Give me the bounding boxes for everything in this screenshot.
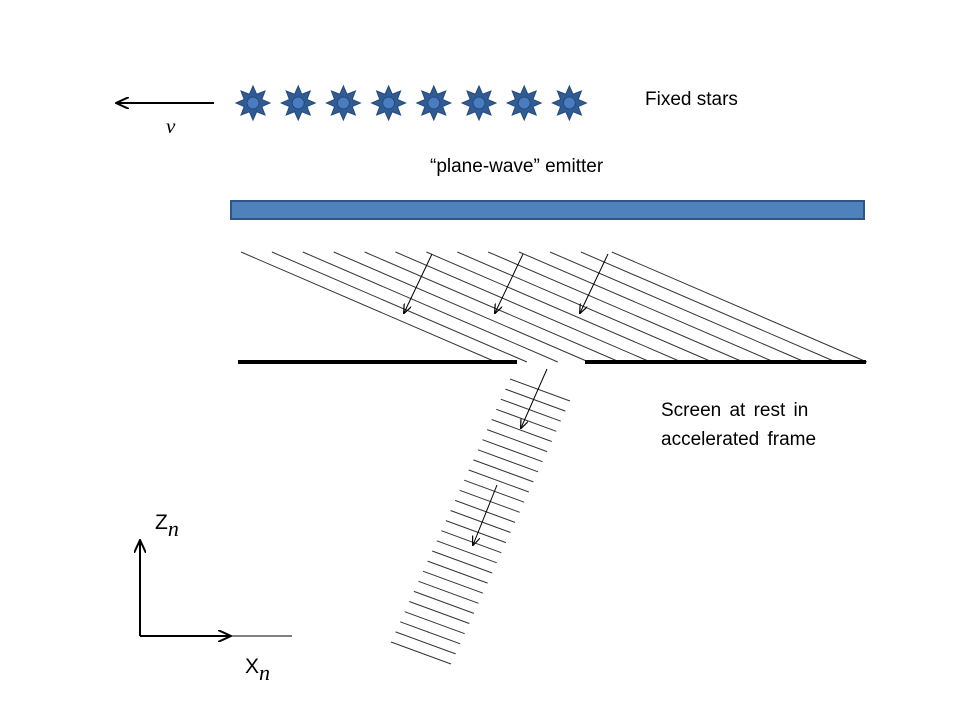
incident-wavefront-line bbox=[271, 251, 528, 363]
transmitted-propagation-arrow-1 bbox=[521, 368, 548, 428]
incident-wavefront-line bbox=[364, 251, 620, 363]
fixed-stars-row bbox=[234, 84, 588, 122]
incident-wavefront-line bbox=[518, 251, 775, 363]
incident-wavefront-line bbox=[457, 251, 713, 363]
star-icon bbox=[370, 84, 407, 122]
transmitted-wavefront-line bbox=[450, 510, 511, 533]
star-icon bbox=[460, 84, 498, 122]
incident-wavefront-line bbox=[395, 251, 651, 363]
screen-label-line-2: accelerated frame bbox=[661, 429, 817, 450]
incident-wavefront-line bbox=[580, 251, 837, 363]
incident-wavefront-line bbox=[302, 251, 558, 363]
transmitted-wavefront-line bbox=[404, 611, 465, 635]
transmitted-wavefront-line bbox=[400, 621, 461, 645]
x-axis-label: Xn bbox=[245, 651, 271, 685]
x-axis-letter: X bbox=[245, 655, 260, 678]
star-icon bbox=[551, 84, 588, 122]
transmitted-wavefronts bbox=[390, 378, 571, 665]
transmitted-wavefront-line bbox=[454, 499, 516, 523]
z-axis-subscript: n bbox=[167, 516, 179, 541]
transmitted-wavefront-line bbox=[496, 408, 557, 432]
incident-wavefront-line bbox=[426, 251, 682, 363]
star-icon bbox=[325, 84, 362, 122]
fixed-stars-label: Fixed stars bbox=[645, 89, 738, 110]
transmitted-wavefront-line bbox=[459, 489, 520, 513]
transmitted-wavefront-line bbox=[477, 449, 539, 473]
incident-propagation-arrow-2 bbox=[495, 253, 524, 313]
transmitted-wavefront-line bbox=[509, 378, 571, 402]
incident-wavefront-line bbox=[611, 251, 867, 363]
incident-propagation-arrow-3 bbox=[580, 253, 609, 313]
screen-label: Screen at rest in accelerated frame bbox=[661, 396, 816, 454]
incident-propagation-arrow-1 bbox=[404, 253, 433, 313]
transmitted-propagation-arrow-2 bbox=[473, 484, 498, 545]
transmitted-wavefront-line bbox=[436, 540, 497, 564]
transmitted-wavefront-line bbox=[418, 580, 479, 604]
transmitted-wavefront-line bbox=[409, 601, 470, 624]
velocity-label: v bbox=[166, 114, 176, 138]
incident-wavefront-line bbox=[240, 251, 497, 363]
transmitted-wavefront-line bbox=[473, 459, 534, 483]
transmitted-wavefront-line bbox=[432, 550, 493, 574]
incident-wavefronts bbox=[240, 251, 867, 363]
transmitted-wavefront-line bbox=[468, 469, 529, 493]
z-axis-label: Zn bbox=[155, 507, 179, 541]
transmitted-wavefront-line bbox=[486, 429, 548, 453]
emitter-label: “plane-wave” emitter bbox=[430, 156, 604, 177]
star-icon bbox=[279, 84, 317, 122]
star-icon bbox=[234, 84, 272, 122]
transmitted-wavefront-line bbox=[427, 560, 488, 584]
transmitted-wavefront-line bbox=[445, 520, 507, 544]
incident-wavefront-line bbox=[333, 251, 589, 363]
transmitted-wavefront-line bbox=[413, 590, 475, 614]
transmitted-wavefront-line bbox=[505, 388, 566, 412]
z-axis-letter: Z bbox=[155, 511, 168, 534]
transmitted-wavefront-line bbox=[395, 631, 456, 655]
plane-wave-emitter-bar bbox=[230, 200, 865, 220]
transmitted-wavefront-line bbox=[390, 641, 452, 665]
transmitted-wavefront-line bbox=[482, 439, 543, 463]
incident-wavefront-line bbox=[549, 251, 806, 363]
transmitted-wavefront-line bbox=[491, 419, 552, 442]
screen-label-line-1: Screen at rest in bbox=[661, 400, 809, 421]
transmitted-wavefront-line bbox=[500, 398, 561, 422]
x-axis-subscript: n bbox=[259, 660, 271, 685]
incident-wavefront-line bbox=[488, 251, 744, 363]
transmitted-wavefront-line bbox=[422, 570, 484, 594]
star-icon bbox=[505, 84, 543, 122]
star-icon bbox=[415, 84, 453, 122]
transmitted-wavefront-line bbox=[441, 530, 502, 554]
